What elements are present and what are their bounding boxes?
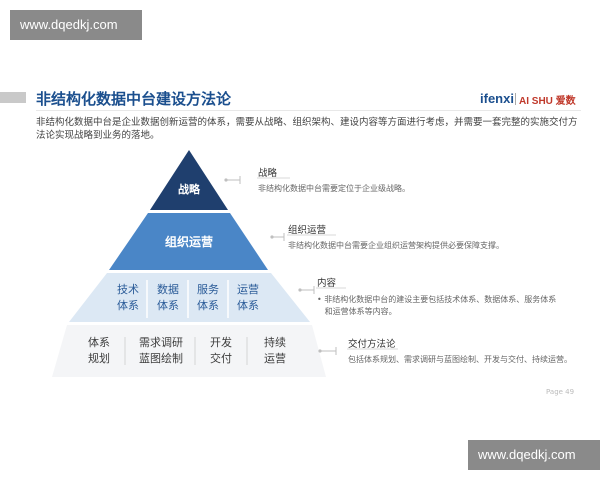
title-accent-bar: [0, 92, 26, 103]
content-cell-tech: 技术 体系: [117, 283, 139, 312]
delivery-cell-planning: 体系 规划: [88, 336, 110, 365]
callout-strategy-desc: 非结构化数据中台需要定位于企业级战略。: [258, 184, 410, 193]
callout-content-label: 内容: [317, 278, 337, 289]
callout-strategy-label: 战略: [258, 168, 278, 179]
header-rule: [36, 110, 581, 111]
watermark-bottom: www.dqedkj.com: [468, 440, 600, 470]
pyramid-tier-content: [69, 273, 310, 322]
tier-organization-label: 组织运营: [164, 235, 213, 249]
logo-divider: [515, 93, 516, 105]
pyramid-tier-organization: [109, 213, 268, 270]
delivery-cell-research: 需求调研 蓝图绘制: [139, 336, 183, 365]
callout-delivery-label: 交付方法论: [348, 339, 396, 350]
tier-strategy-label: 战略: [178, 183, 200, 196]
content-cell-service: 服务 体系: [197, 283, 219, 312]
callout-content-desc: • 非结构化数据中台的建设主要包括技术体系、数据体系、服务体系 和运营体系等内容…: [317, 295, 557, 316]
watermark-top: www.dqedkj.com: [10, 10, 142, 40]
callout-organization-desc: 非结构化数据中台需要企业组织运营架构提供必要保障支撑。: [288, 241, 504, 250]
page-title: 非结构化数据中台建设方法论: [36, 90, 232, 108]
content-cell-operation: 运营 体系: [237, 283, 259, 312]
pyramid-tier-strategy: [150, 150, 228, 210]
page-number: Page 49: [546, 388, 575, 396]
ifenxi-logo: ifenxi: [480, 91, 514, 106]
callout-delivery-desc: 包括体系规划、需求调研与蓝图绘制、开发与交付、持续运营。: [348, 355, 572, 364]
content-cell-data: 数据 体系: [157, 283, 179, 312]
aishu-logo: AI SHU 爱数: [519, 96, 576, 107]
pyramid-tier-delivery: [52, 325, 326, 377]
delivery-cell-continuous: 持续 运营: [264, 336, 286, 365]
intro-paragraph: 非结构化数据中台是企业数据创新运营的体系，需要从战略、组织架构、建设内容等方面进…: [36, 117, 578, 141]
callout-organization-label: 组织运营: [288, 225, 327, 236]
delivery-cell-development: 开发 交付: [210, 336, 232, 365]
